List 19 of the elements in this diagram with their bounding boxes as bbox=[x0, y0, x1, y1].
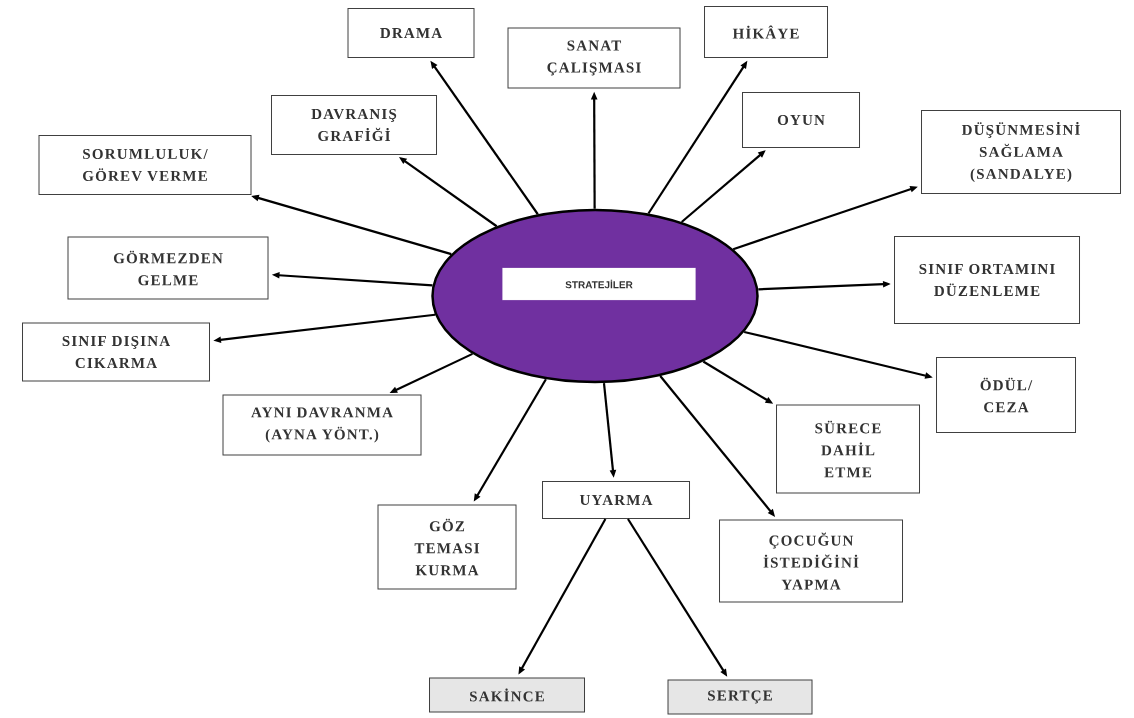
strategy-box: UYARMA bbox=[542, 481, 690, 519]
strategy-box: SORUMLULUK/ GÖREV VERME bbox=[38, 135, 252, 195]
option-box: SAKİNCE bbox=[429, 677, 585, 713]
strategy-box: AYNI DAVRANMA (AYNA YÖNT.) bbox=[222, 394, 422, 456]
strategy-box: GÖRMEZDEN GELME bbox=[67, 236, 269, 300]
strategy-box: HİKÂYE bbox=[704, 6, 828, 58]
strategy-box: GÖZ TEMASI KURMA bbox=[377, 504, 517, 590]
strategy-box: OYUN bbox=[742, 92, 860, 148]
strategy-box: ÇOCUĞUN İSTEDİĞİNİ YAPMA bbox=[719, 519, 903, 603]
strategy-box: DÜŞÜNMESİNİ SAĞLAMA (SANDALYE) bbox=[921, 110, 1121, 194]
strategy-box: ÖDÜL/ CEZA bbox=[936, 357, 1076, 433]
strategy-box: SINIF DIŞINA CIKARMA bbox=[22, 322, 210, 382]
strategy-box: SINIF ORTAMINI DÜZENLEME bbox=[894, 236, 1080, 324]
strategy-box: DRAMA bbox=[347, 8, 475, 58]
option-box: SERTÇE bbox=[667, 679, 813, 715]
strategy-box: SANAT ÇALIŞMASI bbox=[507, 27, 681, 89]
strategy-box: DAVRANIŞ GRAFİĞİ bbox=[271, 95, 437, 155]
strategy-box: SÜRECE DAHİL ETME bbox=[776, 404, 920, 494]
title-box: STRATEJİLER bbox=[501, 267, 697, 301]
